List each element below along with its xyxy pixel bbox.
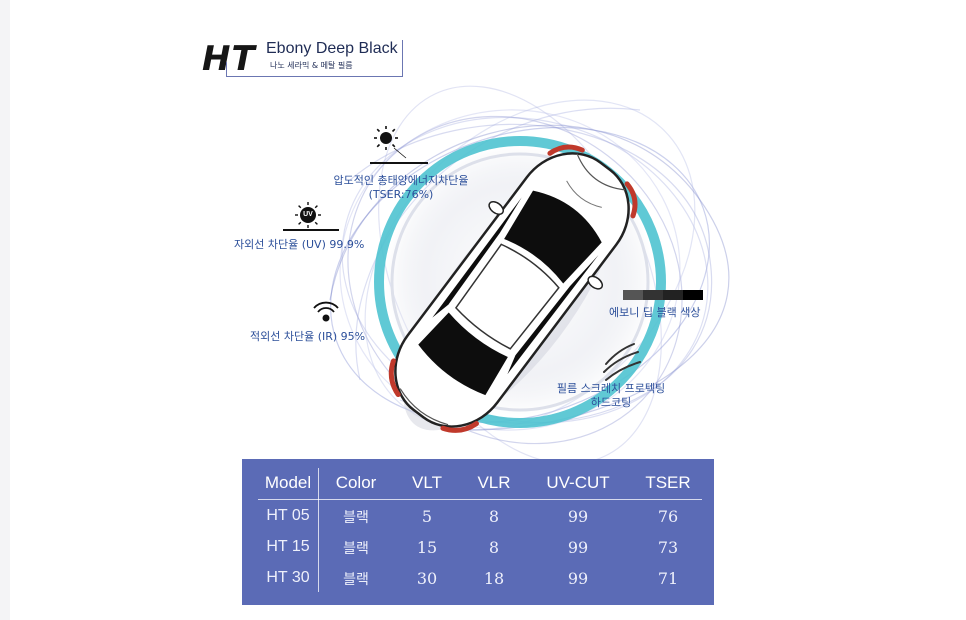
cyan-ring <box>374 136 666 428</box>
uv-label: 자외선 차단율 (UV) 99.9% <box>234 238 365 251</box>
table-cell-color: 블랙 <box>343 572 369 588</box>
table-cell-uvcut: 99 <box>567 507 589 526</box>
scratch-label: 필름 스크레치 프로텍팅 하드코팅 <box>548 382 674 410</box>
title-frame <box>402 40 403 76</box>
ht-logo: HT <box>202 39 256 79</box>
table-cell-vlt: 15 <box>416 538 438 557</box>
table-cell-tser: 71 <box>657 569 679 588</box>
scratch-label-line2: 하드코팅 <box>590 396 632 409</box>
table-cell-vlt: 30 <box>416 569 438 588</box>
color-label: 에보니 딥 블랙 색상 <box>609 306 701 319</box>
ir-label: 적외선 차단율 (IR) 95% <box>250 330 366 343</box>
sun-icon <box>374 126 407 159</box>
table-cell-model: HT 30 <box>266 569 310 586</box>
table-cell-color: 블랙 <box>343 541 369 557</box>
claw-scratch-icon <box>603 343 641 381</box>
table-header-model: Model <box>264 473 312 492</box>
table-header-color: Color <box>335 473 377 492</box>
title-block: HT Ebony Deep Black 나노 세라믹 & 메탈 필름 <box>200 28 404 76</box>
title-frame <box>226 62 227 76</box>
table-header-vlr: VLR <box>477 473 511 492</box>
table-cell-uvcut: 99 <box>567 569 589 588</box>
uv-sun-icon <box>295 202 321 228</box>
table-header-vlt: VLT <box>412 473 442 492</box>
tser-label: 압도적인 총태양에너지차단율 (TSER:76%) <box>316 174 486 202</box>
product-subtitle: 나노 세라믹 & 메탈 필름 <box>270 61 353 70</box>
table-cell-model: HT 05 <box>266 507 310 524</box>
table-cell-vlt: 5 <box>421 507 433 526</box>
scratch-label-line1: 필름 스크레치 프로텍팅 <box>556 382 666 395</box>
uv-line <box>283 229 339 231</box>
page-edge <box>0 0 10 620</box>
table-cell-uvcut: 99 <box>567 538 589 557</box>
table-cell-tser: 73 <box>657 538 679 557</box>
spec-table: Model Color VLT VLR UV-CUT TSER HT 05 블랙… <box>242 459 714 605</box>
tser-line <box>370 162 428 164</box>
car-top-view <box>388 144 638 433</box>
tser-label-line2: (TSER:76%) <box>368 188 434 201</box>
table-cell-tser: 76 <box>657 507 679 526</box>
table-header-uvcut: UV-CUT <box>546 473 610 492</box>
infrared-wave-icon <box>313 301 339 322</box>
table-cell-model: HT 15 <box>266 538 310 555</box>
tser-label-line1: 압도적인 총태양에너지차단율 <box>333 174 469 187</box>
uv-icon-text: UV <box>303 211 313 218</box>
table-cell-color: 블랙 <box>343 510 369 526</box>
table-column-divider <box>318 468 319 592</box>
product-name: Ebony Deep Black <box>266 40 398 57</box>
title-frame <box>226 76 403 77</box>
color-swatch-icon <box>623 290 703 300</box>
table-header-divider <box>258 499 702 500</box>
table-cell-vlr: 8 <box>488 538 500 557</box>
table-header-tser: TSER <box>645 473 691 492</box>
inner-ring <box>390 152 650 412</box>
table-cell-vlr: 8 <box>488 507 500 526</box>
table-cell-vlr: 18 <box>483 569 505 588</box>
